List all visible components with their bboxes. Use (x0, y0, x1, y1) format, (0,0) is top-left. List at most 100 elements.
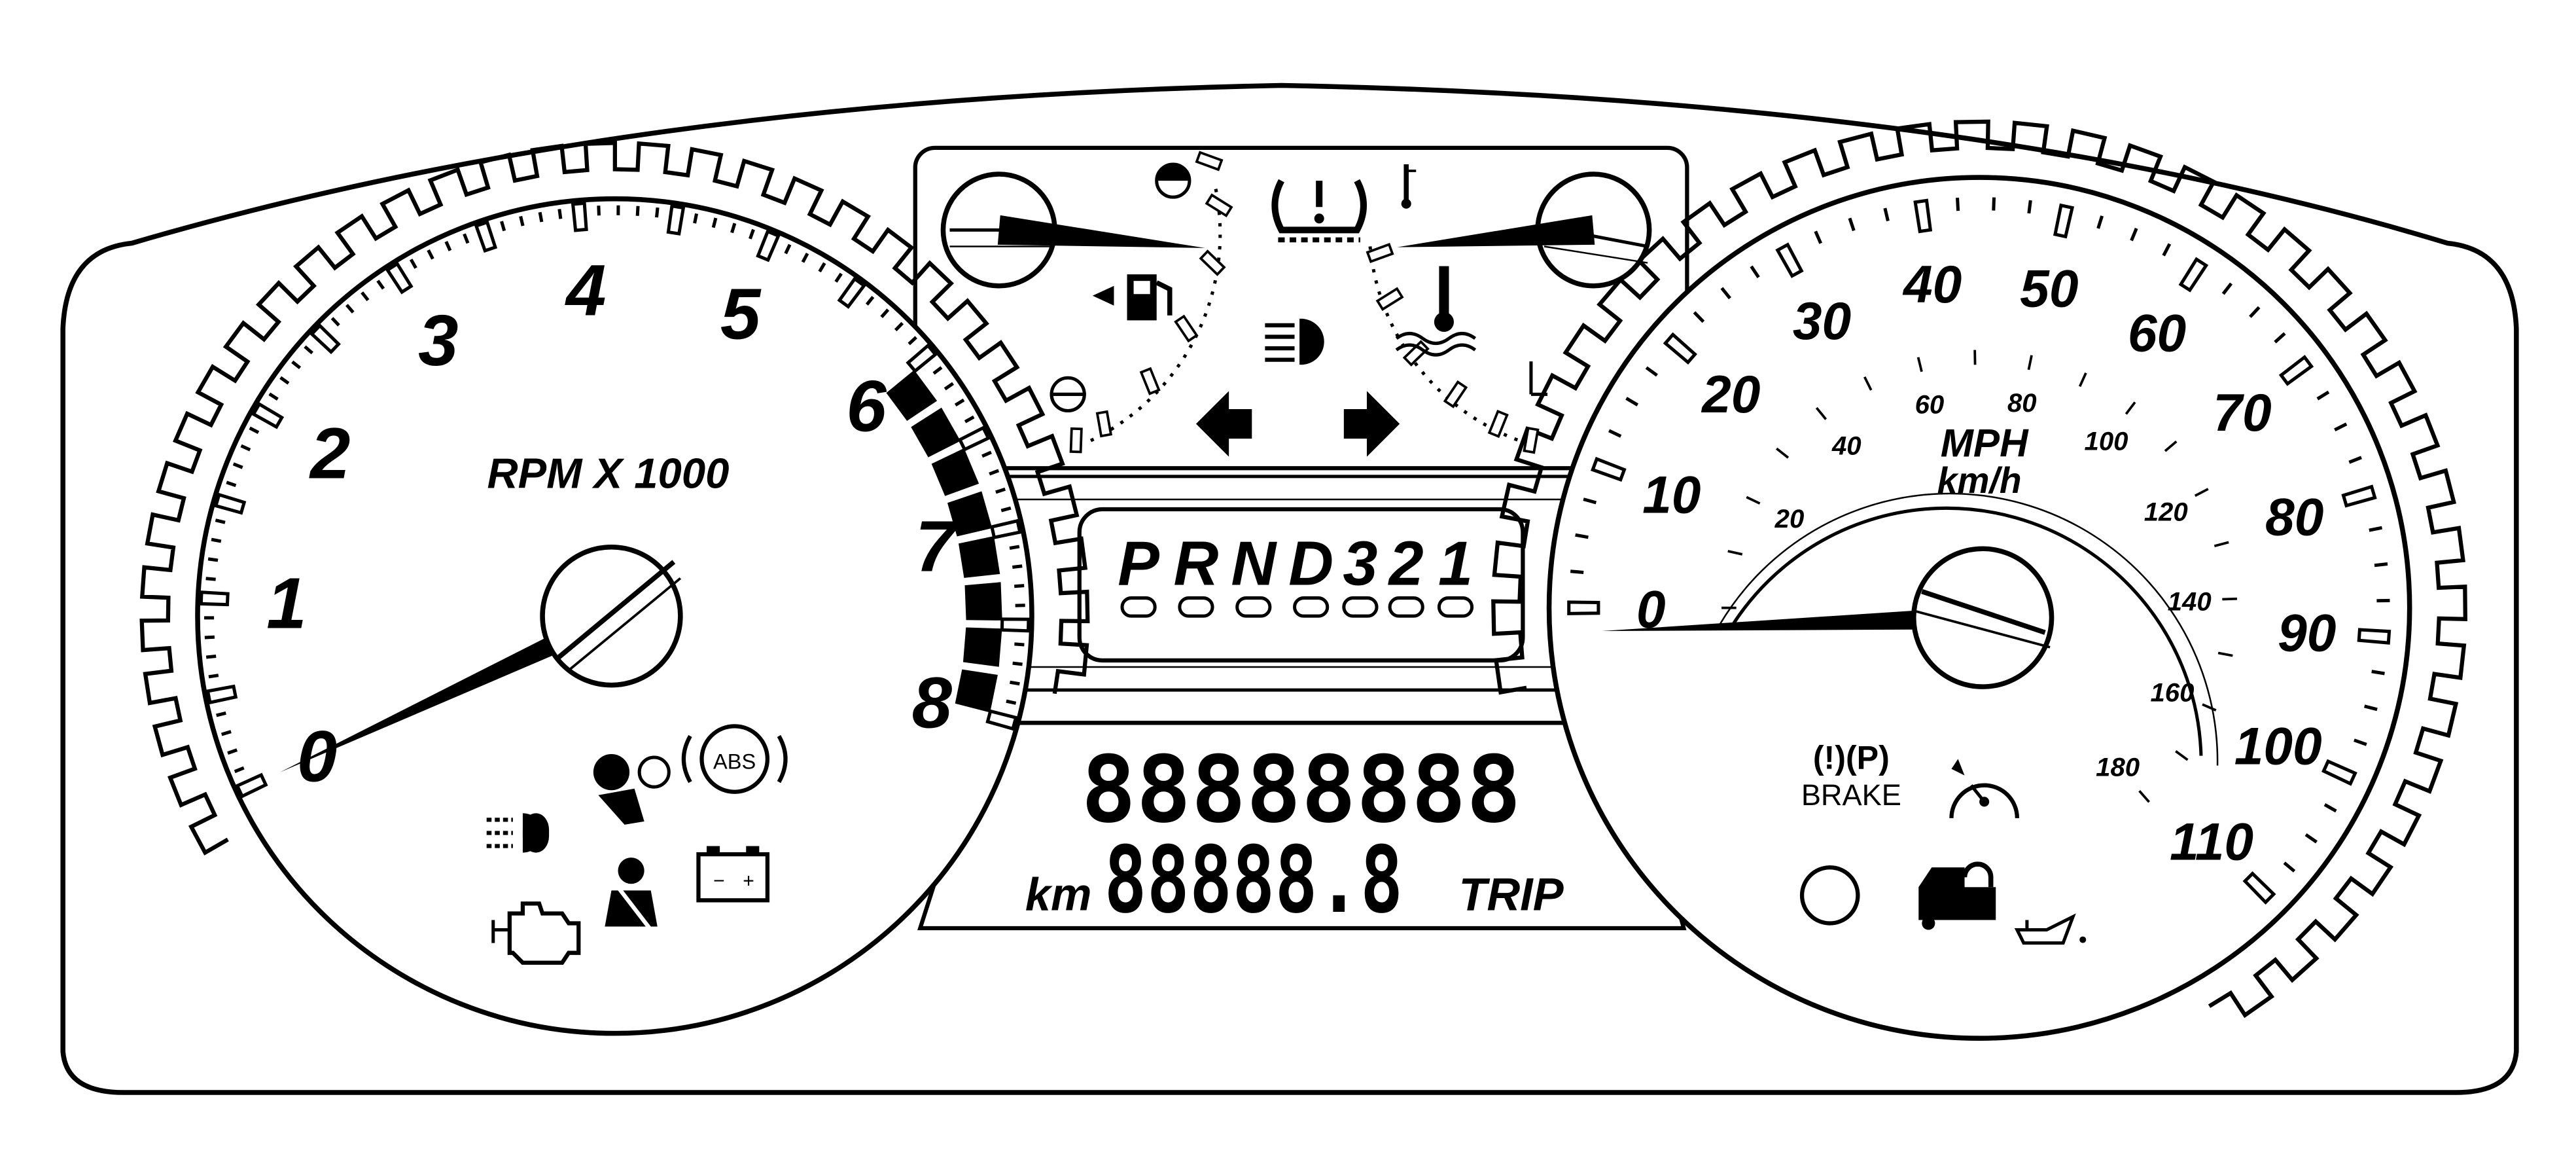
tachometer-number: 3 (418, 300, 458, 381)
speedometer-needle (1602, 606, 1983, 632)
redline-segment (931, 448, 979, 496)
gear-indicator-lamp (1120, 596, 1157, 618)
svg-text:+: + (743, 870, 754, 892)
tachometer-ticks (199, 201, 1031, 799)
fog-lamp-icon (486, 813, 550, 853)
gear-r: R (1174, 529, 1219, 598)
speedometer-ticks (1567, 197, 2391, 905)
mph-number: 100 (2234, 717, 2322, 776)
security-lock-icon (1918, 861, 1996, 930)
kmh-scale-arc (1731, 506, 2203, 756)
mph-number: 50 (2020, 259, 2078, 318)
redline-segment (886, 370, 938, 421)
tachometer-number: 8 (912, 662, 953, 743)
redline-segment (911, 407, 961, 458)
svg-text:−: − (713, 870, 725, 892)
redline-segment (959, 536, 1000, 578)
svg-text:ABS: ABS (713, 749, 756, 774)
turn-left-arrow-icon (1195, 391, 1252, 457)
oil-pressure-icon (2014, 913, 2087, 945)
tachometer-redline-band (886, 370, 1002, 713)
mph-number: 30 (1793, 292, 1851, 351)
check-engine-icon (491, 901, 581, 965)
mph-number: 60 (2128, 304, 2186, 363)
tachometer-label: RPM X 1000 (487, 449, 729, 497)
kmh-number: 80 (2007, 388, 2037, 418)
gear-p: P (1118, 529, 1159, 598)
tachometer-number: 0 (297, 716, 337, 797)
gear-1: 1 (1438, 529, 1473, 598)
speedometer-hub (1911, 546, 2055, 689)
kmh-number: 160 (2150, 677, 2194, 707)
mph-number: 40 (1902, 255, 1962, 314)
seatbelt-icon (605, 857, 658, 931)
fuel-needle (997, 215, 1205, 248)
mph-number: 70 (2213, 384, 2271, 442)
gear-3: 3 (1343, 529, 1377, 598)
mph-number: 110 (2170, 813, 2253, 872)
svg-text:BRAKE: BRAKE (1801, 778, 1901, 812)
odometer-unit-label: km (1025, 868, 1092, 920)
kmh-number: 120 (2144, 497, 2188, 527)
kmh-number: 60 (1915, 390, 1945, 420)
gear-indicator-lamp (1388, 596, 1424, 618)
gear-indicator-lamp (1293, 596, 1330, 618)
kmh-number: 100 (2085, 427, 2128, 456)
airbag-icon (593, 754, 671, 825)
trip-display: 88888.8 (1104, 827, 1403, 934)
fuel-empty-icon (1050, 376, 1086, 412)
coolant-temperature-icon (1395, 266, 1477, 357)
speedometer-kmh-numbers: 20 40 60 80 100 120 140 160 180 (1774, 388, 2212, 782)
redline-segment (947, 491, 993, 537)
speedometer-bezel-crenellation (1491, 119, 2467, 1019)
odometer-top-display: 88888888 (1081, 737, 1521, 844)
tachometer-number: 2 (309, 413, 350, 494)
svg-text:(!)(P): (!)(P) (1813, 740, 1890, 776)
gear-d: D (1288, 529, 1333, 598)
battery-icon: − + (696, 846, 770, 903)
kmh-ticks (1721, 350, 2237, 803)
tachometer-number: 7 (915, 507, 959, 587)
kmh-number: 180 (2096, 753, 2140, 782)
temperature-needle (1397, 215, 1595, 247)
kmh-number: 20 (1774, 504, 1805, 533)
kmh-number: 40 (1831, 431, 1861, 461)
gear-indicator-lamp (1235, 596, 1272, 618)
mph-number: 20 (1701, 365, 1760, 424)
mph-number: 10 (1642, 465, 1701, 524)
gear-2: 2 (1388, 529, 1424, 598)
mph-label: MPH (1941, 421, 2029, 465)
kmh-label: km/h (1937, 460, 2022, 501)
tachometer-number: 1 (266, 563, 306, 643)
cruise-control-icon (1949, 759, 2019, 818)
tachometer-number: 6 (846, 367, 887, 447)
fuel-pump-icon (1092, 274, 1173, 321)
indicator-lamp-circle (1799, 865, 1860, 926)
tachometer-number: 4 (565, 250, 606, 331)
redline-segment (962, 627, 1002, 667)
brake-warning-icon: (!)(P) BRAKE (1801, 740, 1901, 812)
turn-right-arrow-icon (1343, 391, 1400, 457)
kmh-number: 140 (2168, 586, 2212, 616)
gear-indicator-lamp (1342, 596, 1379, 618)
fuel-gauge (940, 151, 1233, 454)
abs-warning-icon: ABS (681, 724, 788, 794)
gear-n: N (1231, 529, 1277, 598)
redline-segment (955, 669, 998, 713)
temp-hot-icon (1401, 164, 1417, 209)
fuel-full-icon (1156, 164, 1190, 181)
temperature-gauge (1366, 164, 1652, 454)
tachometer-bezel-crenellation (139, 141, 1090, 856)
trip-label: TRIP (1459, 868, 1564, 920)
gear-indicator-lamp (1178, 596, 1214, 618)
prndl-window (1077, 507, 1525, 663)
tachometer-needle (279, 605, 620, 772)
gear-indicator-lamp (1437, 596, 1474, 618)
redline-segment (964, 582, 1002, 621)
